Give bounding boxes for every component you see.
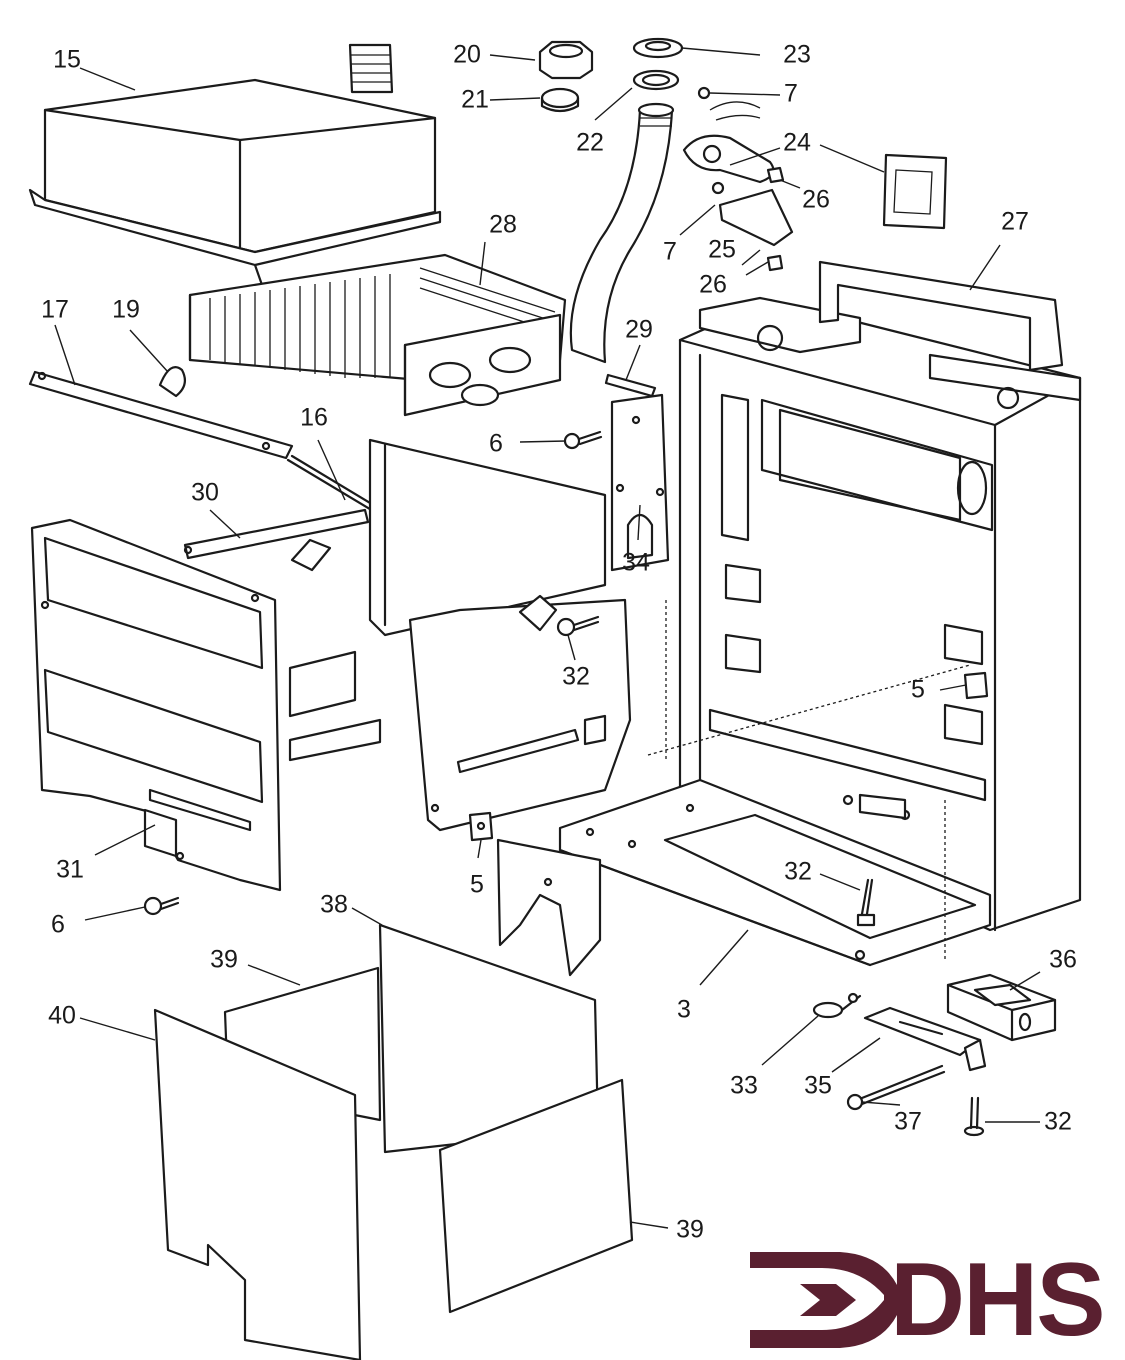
part-39-front-right-panel (438, 1078, 634, 1314)
part-5-clip-mid (468, 811, 494, 842)
label-20: 20 (453, 40, 481, 69)
part-20-nut (538, 40, 594, 80)
part-33-clip (812, 992, 862, 1019)
label-38: 38 (320, 890, 348, 919)
label-32-bottom: 32 (1044, 1107, 1072, 1136)
label-21: 21 (461, 85, 489, 114)
part-35-bracket (863, 1006, 987, 1072)
label-26-mid: 26 (699, 270, 727, 299)
label-32-base: 32 (784, 857, 812, 886)
label-37: 37 (894, 1107, 922, 1136)
label-17: 17 (41, 295, 69, 324)
label-6-bottom: 6 (51, 910, 65, 939)
middle-panel (408, 594, 632, 832)
label-6-top: 6 (489, 429, 503, 458)
label-3: 3 (677, 995, 691, 1024)
label-22: 22 (576, 128, 604, 157)
label-31: 31 (56, 855, 84, 884)
part-15-hood (28, 43, 442, 287)
part-3-base-tray (496, 778, 992, 977)
label-5-mid: 5 (470, 870, 484, 899)
label-33: 33 (730, 1071, 758, 1100)
label-34: 34 (622, 548, 650, 577)
part-6-screw-lower (143, 896, 180, 916)
label-23: 23 (783, 40, 811, 69)
label-39-bottom: 39 (676, 1215, 704, 1244)
label-39-top: 39 (210, 945, 238, 974)
part-27-back-frame (678, 260, 1082, 932)
part-23-nut (632, 37, 684, 59)
dhs-logo-mark (750, 1252, 903, 1348)
label-5-right: 5 (911, 675, 925, 704)
part-19-clip (158, 366, 187, 398)
part-34-plate (610, 393, 670, 572)
gasket-panel (882, 153, 948, 230)
part-36-block (946, 973, 1057, 1042)
label-40: 40 (48, 1001, 76, 1030)
part-17-bar (28, 370, 294, 460)
label-15: 15 (53, 45, 81, 74)
part-30-bar (183, 508, 370, 572)
label-32-mid: 32 (562, 662, 590, 691)
part-6-screw-upper (563, 430, 603, 450)
label-36: 36 (1049, 945, 1077, 974)
part-32-screw-lower (963, 1096, 985, 1137)
part-25-bracket (711, 166, 794, 272)
part-21-washer (540, 87, 580, 113)
label-29: 29 (625, 315, 653, 344)
label-25: 25 (708, 235, 736, 264)
part-flow-pipe (569, 102, 675, 364)
part-40-front-panel (153, 1008, 362, 1360)
label-27: 27 (1001, 207, 1029, 236)
label-16: 16 (300, 403, 328, 432)
label-7-mid: 7 (663, 237, 677, 266)
part-31-front-panel (30, 518, 382, 892)
part-5-clip-right (963, 671, 989, 700)
leader-lines (54, 47, 1041, 1229)
label-35: 35 (804, 1071, 832, 1100)
part-32-screw-mid (556, 615, 600, 637)
part-22-washer (632, 69, 680, 91)
part-29-clip (604, 373, 657, 398)
label-7-top: 7 (784, 79, 798, 108)
label-19: 19 (112, 295, 140, 324)
label-26-top: 26 (802, 185, 830, 214)
label-24: 24 (783, 128, 811, 157)
label-28: 28 (489, 210, 517, 239)
part-24-thermostat (682, 86, 775, 184)
label-30: 30 (191, 478, 219, 507)
dhs-logo-text: DHS (890, 1242, 1106, 1358)
part-28-heat-exchanger (188, 253, 567, 417)
